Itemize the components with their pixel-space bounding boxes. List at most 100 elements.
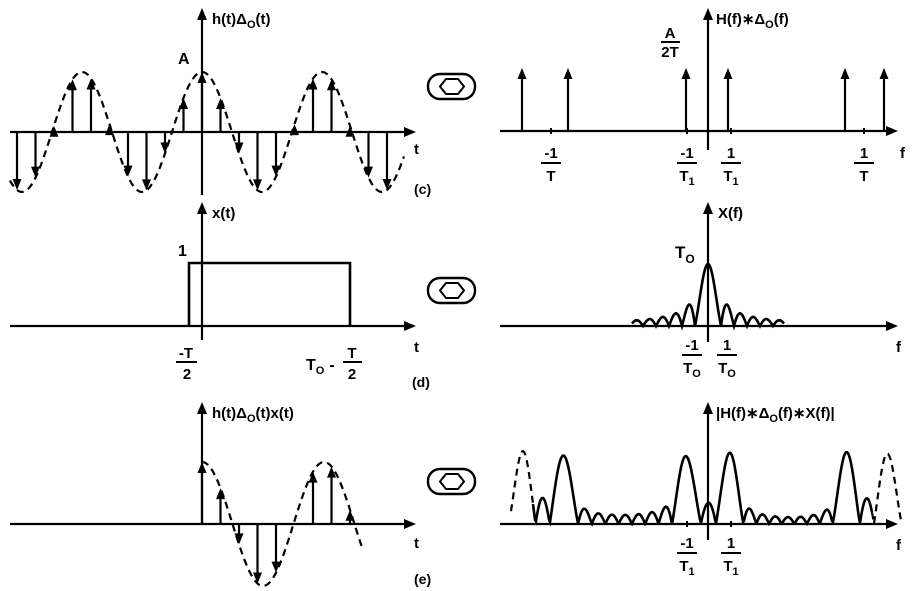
freq-ylabel: X(f) xyxy=(718,205,743,222)
sample-impulse-head xyxy=(234,142,244,154)
right-edge-prefix: TO- xyxy=(306,357,335,377)
freq-tick-numerator: 1 xyxy=(727,535,735,552)
sample-impulse-head xyxy=(123,165,133,177)
freq-xlabel: f xyxy=(900,145,906,162)
time-xlabel: t xyxy=(414,141,419,158)
cosine-envelope xyxy=(9,70,406,194)
freq-tick-denominator: T1 xyxy=(723,168,738,188)
sampled-impulses xyxy=(12,72,392,191)
sample-impulse-head xyxy=(31,166,40,178)
sample-impulse-head xyxy=(197,72,207,83)
amplitude-label: A xyxy=(178,51,190,68)
amplitude-axis-arrow xyxy=(197,202,207,214)
freq-tick-labels: -1T1 1T1 xyxy=(677,521,741,578)
time-ylabel: x(t) xyxy=(212,205,235,222)
freq-tick-numerator: -1 xyxy=(680,535,693,552)
impulse-amplitude-numerator: A xyxy=(665,25,676,42)
sample-impulse-head xyxy=(345,125,355,137)
sample-impulse-head xyxy=(327,466,336,478)
sample-impulse-head xyxy=(160,142,170,154)
equivalence-symbol-e xyxy=(426,467,477,496)
freq-tick-numerator: 1 xyxy=(860,145,868,162)
spectral-impulse-head xyxy=(723,68,733,79)
aliased-sinc-spectrum xyxy=(531,450,874,527)
freq-amplitude-axis-arrow xyxy=(703,202,713,214)
panel-e-tag: (e) xyxy=(414,571,431,587)
sample-impulse-head xyxy=(216,488,225,500)
freq-axis-arrow xyxy=(886,126,898,136)
panel-c-tag: (c) xyxy=(414,181,431,197)
windowed-cosine-envelope xyxy=(201,460,364,587)
freq-tick-denominator: TO xyxy=(718,360,736,380)
freq-axis-arrow xyxy=(886,519,898,529)
time-xlabel: t xyxy=(414,535,419,552)
left-edge-numerator: -T xyxy=(179,345,193,362)
sample-impulse-head xyxy=(216,98,225,110)
freq-tick-numerator: 1 xyxy=(723,337,731,354)
time-xlabel: t xyxy=(414,339,419,356)
right-edge-denominator: 2 xyxy=(348,366,356,383)
freq-amplitude-axis-arrow xyxy=(703,8,713,20)
sample-impulse-head xyxy=(290,124,299,136)
panel-d-tag: (d) xyxy=(412,374,430,390)
time-axis-arrow xyxy=(404,127,416,137)
spectral-impulse-head xyxy=(879,68,889,79)
freq-tick-denominator: T1 xyxy=(723,558,738,578)
sample-impulse-head xyxy=(253,179,262,191)
freq-tick-denominator: TO xyxy=(683,360,701,380)
rectangular-window xyxy=(187,261,352,326)
sample-impulse-head xyxy=(68,79,77,91)
freq-tick-denominator: T1 xyxy=(679,168,694,188)
freq-tick-denominator: T xyxy=(859,168,868,185)
sample-impulse-head xyxy=(12,178,22,190)
amplitude-label: 1 xyxy=(178,243,187,260)
amplitude-axis-arrow xyxy=(197,8,207,20)
time-axis-arrow xyxy=(404,519,416,529)
spectral-impulse-head xyxy=(840,68,850,79)
sample-impulse-head xyxy=(382,178,392,190)
sample-impulse-head xyxy=(271,165,281,177)
equivalence-symbol-d xyxy=(426,276,477,305)
sample-impulse-head xyxy=(308,78,318,90)
sample-impulse-head xyxy=(197,462,207,473)
freq-xlabel: f xyxy=(896,339,902,356)
sample-impulse-head xyxy=(142,179,151,191)
impulse-amplitude-denominator: 2T xyxy=(661,44,679,61)
freq-tick-numerator: -1 xyxy=(680,145,693,162)
sample-impulse-head xyxy=(234,533,244,545)
panel-c-time: h(t)ΔO(t) A t xyxy=(9,8,419,195)
spectral-impulse-head xyxy=(681,68,691,79)
sample-impulse-head xyxy=(327,79,336,91)
sinc-spectrum xyxy=(631,262,785,332)
peak-label: TO xyxy=(675,243,695,266)
freq-ylabel: H(f)∗ΔO(f) xyxy=(716,11,789,31)
windowed-impulses xyxy=(197,462,355,584)
sample-impulse-head xyxy=(345,509,355,521)
spectral-impulses xyxy=(517,68,889,131)
freq-axis-arrow xyxy=(886,321,898,331)
sample-impulse-head xyxy=(271,561,281,573)
freq-amplitude-axis-arrow xyxy=(703,402,713,414)
sample-impulse-head xyxy=(364,166,373,178)
equivalence-symbol-c xyxy=(426,72,477,101)
left-edge-denominator: 2 xyxy=(183,366,191,383)
spectral-impulse-head xyxy=(563,68,573,79)
freq-tick-numerator: -1 xyxy=(544,145,557,162)
spectrum-continuation xyxy=(509,449,904,524)
panel-e-time: h(t)ΔO(t)x(t) t xyxy=(10,402,419,587)
time-ylabel: h(t)ΔO(t) xyxy=(212,11,271,31)
sample-impulse-head xyxy=(86,78,96,90)
time-ylabel: h(t)ΔO(t)x(t) xyxy=(212,405,294,425)
freq-ylabel: |H(f)∗ΔO(f)∗X(f)| xyxy=(716,405,835,425)
freq-tick-denominator: T1 xyxy=(679,558,694,578)
amplitude-axis-arrow xyxy=(197,402,207,414)
panel-d-time: x(t) 1 -T 2 TO- T 2 t xyxy=(10,202,419,383)
right-edge-numerator: T xyxy=(347,345,356,362)
time-axis-arrow xyxy=(404,321,416,331)
